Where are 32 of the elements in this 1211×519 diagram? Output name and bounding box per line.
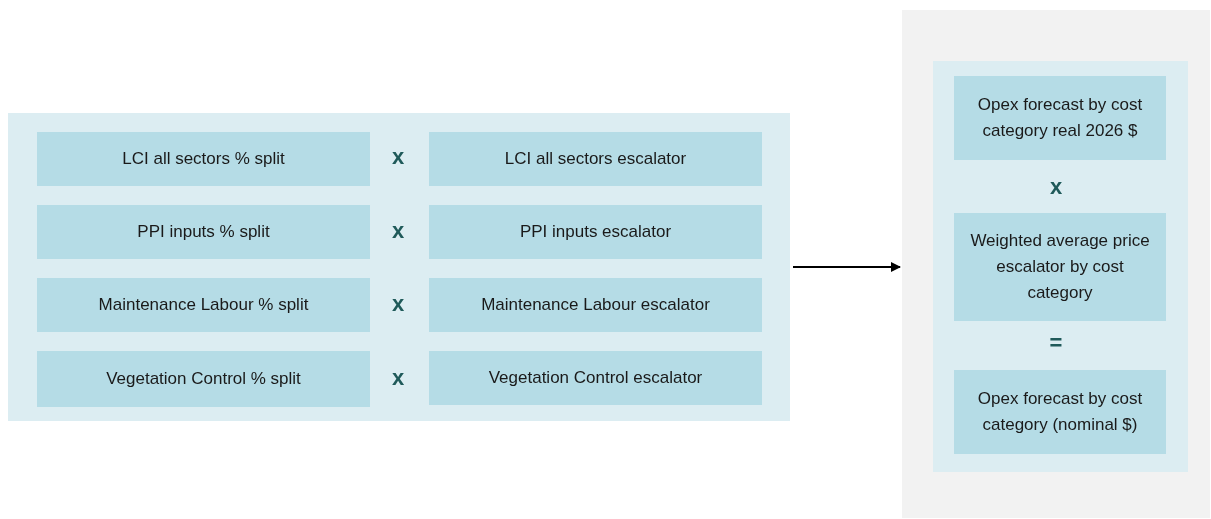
box-text: PPI inputs % split (136, 221, 271, 243)
box-text: Maintenance Labour escalator (480, 294, 711, 316)
panel-background (902, 10, 1210, 518)
operator-symbol: x (391, 367, 405, 389)
process-box (429, 132, 762, 186)
process-box (37, 278, 370, 332)
process-box (429, 205, 762, 259)
panel-background (933, 61, 1188, 472)
operator-symbol: = (1049, 332, 1063, 354)
operator-symbol: x (391, 146, 405, 168)
process-box (429, 351, 762, 405)
box-text: Opex forecast by cost category real 2026 $ (976, 94, 1144, 142)
box-text: LCI all sectors escalator (503, 148, 688, 170)
box-text: LCI all sectors % split (121, 148, 286, 170)
box-text: Maintenance Labour % split (97, 294, 310, 316)
panel-background (8, 113, 790, 421)
box-text: Vegetation Control % split (105, 368, 302, 390)
operator-symbol: x (391, 293, 405, 315)
process-box (37, 351, 370, 407)
process-box (37, 205, 370, 259)
box-text: Weighted average price escalator by cost category (969, 230, 1151, 304)
operator-symbol: x (1049, 176, 1063, 198)
arrow (792, 262, 901, 272)
box-text: Opex forecast by cost category (nominal $) (976, 388, 1144, 436)
process-box (954, 213, 1166, 321)
process-box (37, 132, 370, 186)
process-box (954, 76, 1166, 160)
operator-symbol: x (391, 220, 405, 242)
process-box (954, 370, 1166, 454)
box-text: Vegetation Control escalator (487, 367, 704, 389)
process-box (429, 278, 762, 332)
box-text: PPI inputs escalator (518, 221, 673, 243)
